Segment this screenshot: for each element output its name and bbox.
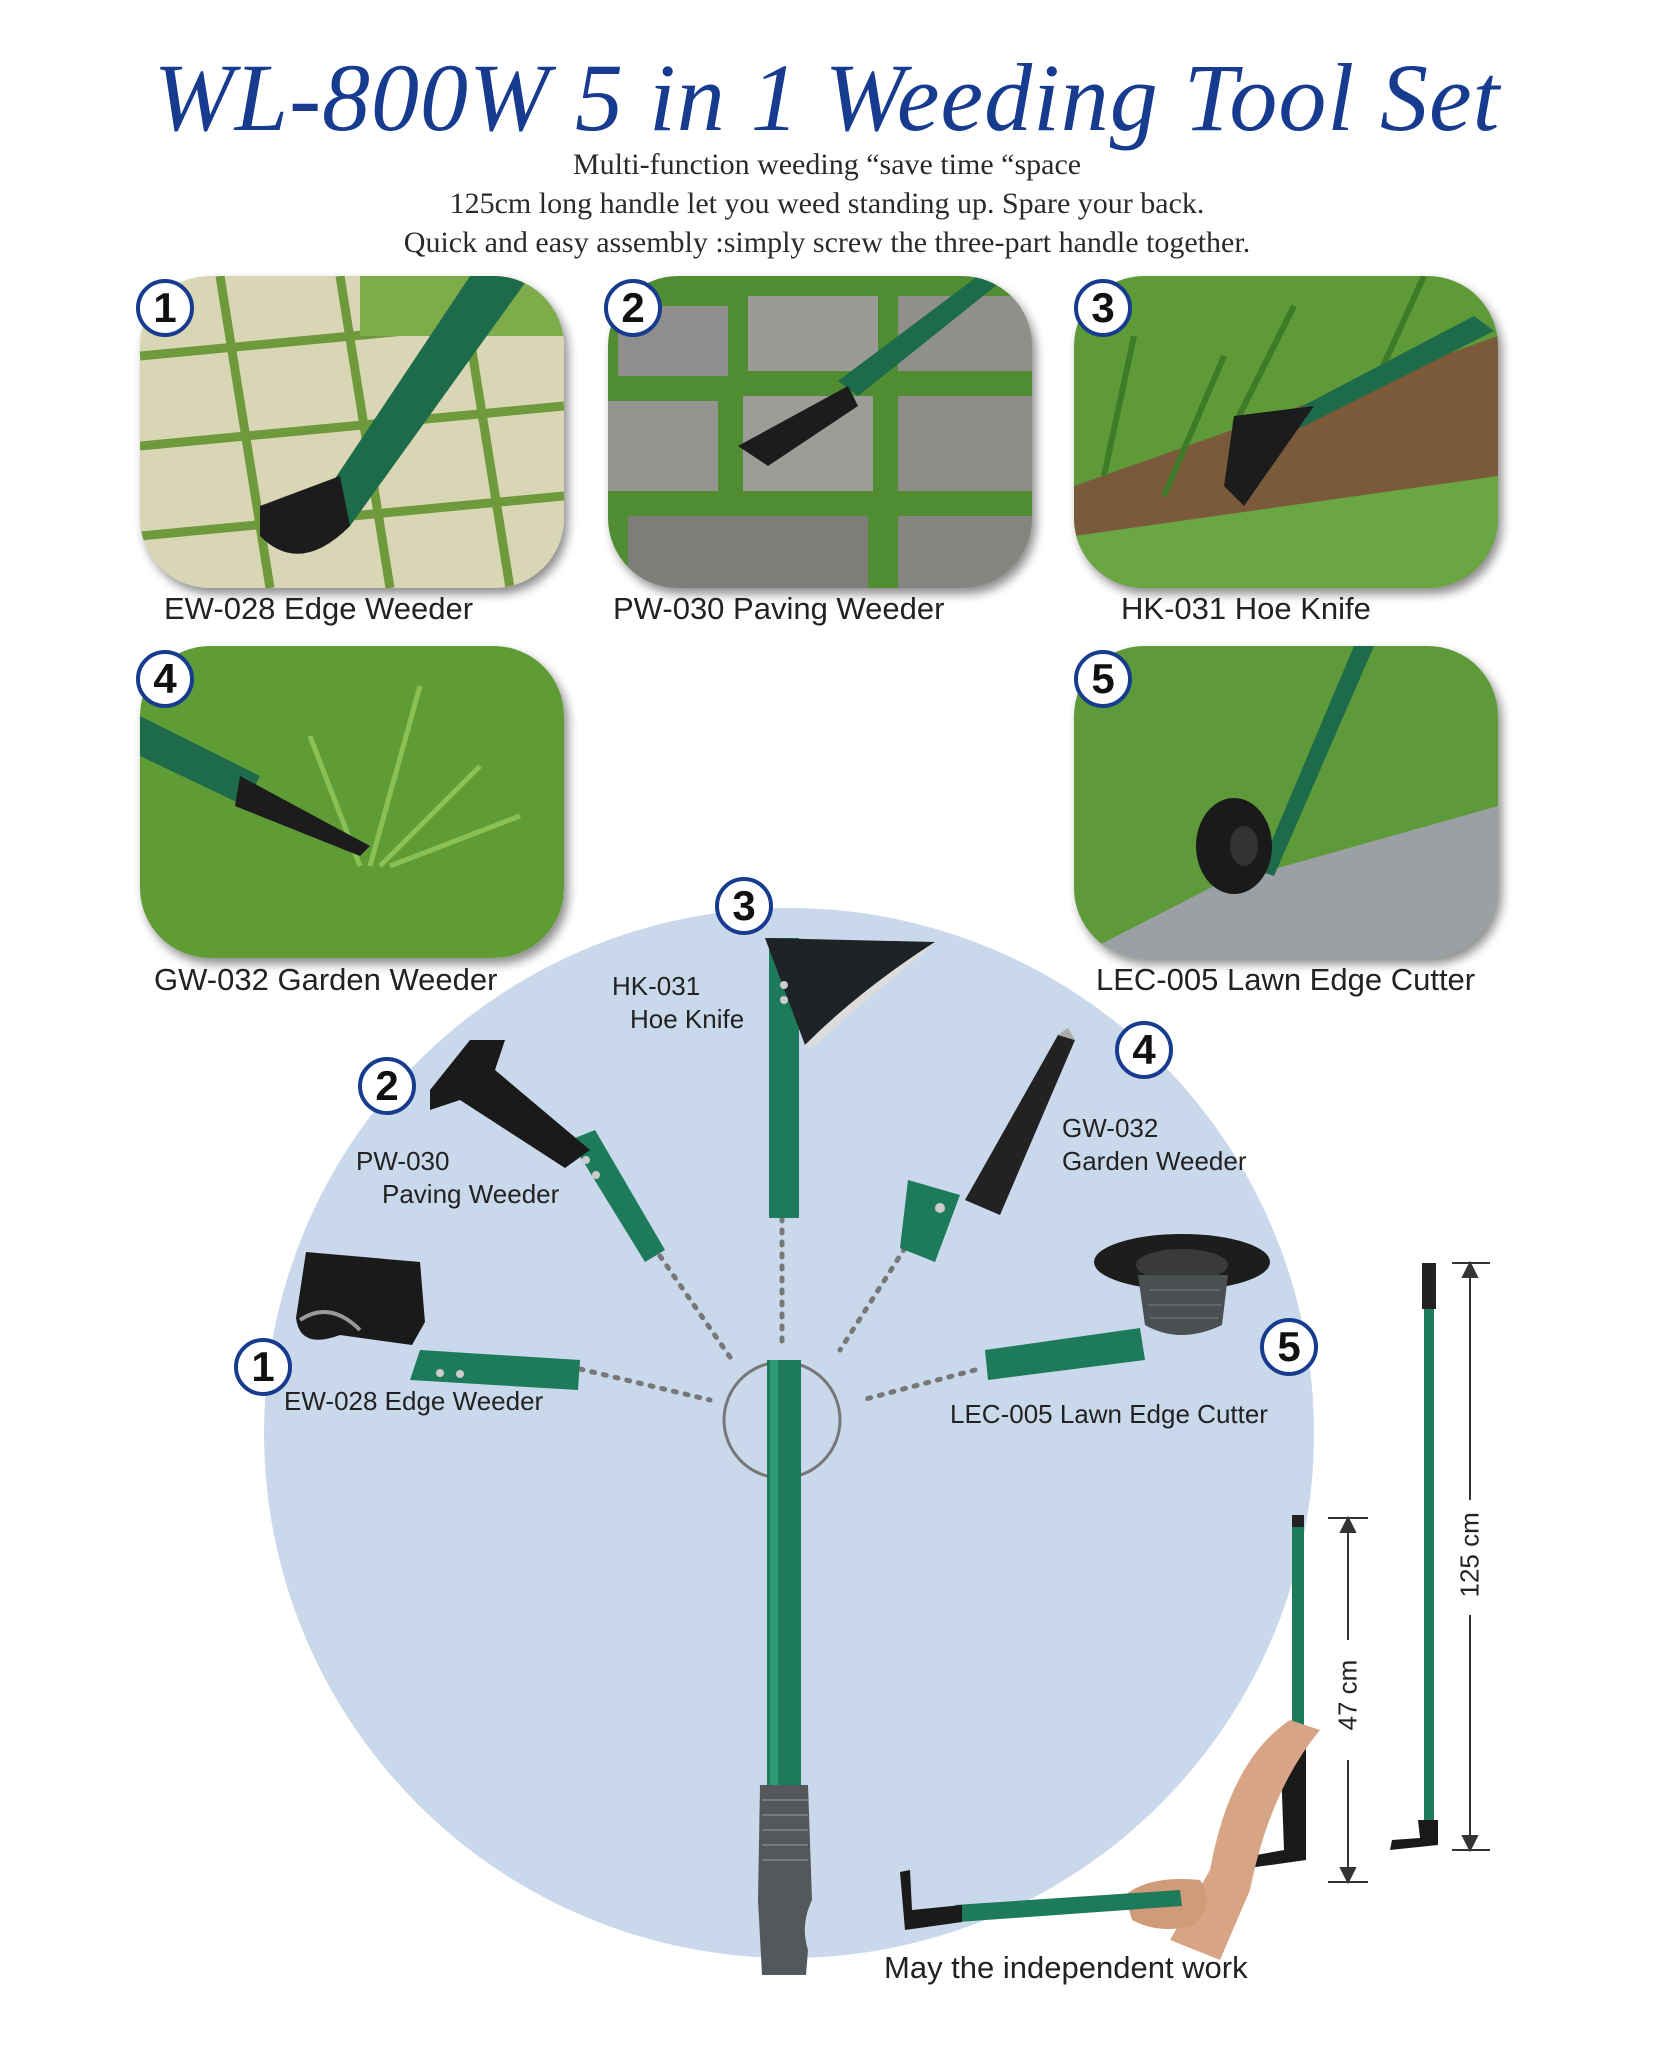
tool-number-badge: 5 (1260, 1318, 1318, 1376)
tool-label-paving-weeder: PW-030 Paving Weeder (356, 1146, 560, 1209)
photo-caption: HK-031 Hoe Knife (1121, 591, 1371, 626)
tool-number-badge: 3 (715, 877, 773, 935)
photo-number-badge: 3 (1074, 279, 1132, 337)
tool-number-badge: 2 (358, 1057, 416, 1115)
photo-caption: PW-030 Paving Weeder (613, 591, 945, 626)
photo-number-badge: 1 (136, 279, 194, 337)
photo-caption: LEC-005 Lawn Edge Cutter (1096, 962, 1476, 997)
photo-number-badge: 2 (604, 279, 662, 337)
subtitle-line-1: Multi-function weeding “save time “space (572, 148, 1082, 181)
page-title: WL-800W 5 in 1 Weeding Tool Set (153, 44, 1501, 151)
subtitle-line-3: Quick and easy assembly :simply screw th… (403, 226, 1251, 259)
tool-label-garden-weeder: GW-032 Garden Weeder (1062, 1113, 1247, 1176)
photo-garden-weeder (140, 646, 564, 958)
photo-caption: EW-028 Edge Weeder (164, 591, 474, 626)
dimension-short: 47 cm (1332, 1659, 1363, 1731)
footer-caption: May the independent work (884, 1950, 1248, 1985)
photo-number-badge: 4 (136, 650, 194, 708)
tool-number-badge: 4 (1115, 1021, 1173, 1079)
tool-label-lawn-edge-cutter: LEC-005 Lawn Edge Cutter (950, 1399, 1268, 1429)
subtitle-line-2: 125cm long handle let you weed standing … (449, 187, 1205, 220)
photo-hoe-knife (1074, 276, 1498, 588)
tool-number-badge: 1 (234, 1338, 292, 1396)
photo-number-badge: 5 (1074, 650, 1132, 708)
photo-caption: GW-032 Garden Weeder (154, 962, 498, 997)
photo-edge-weeder (140, 276, 564, 588)
photo-lawn-edge-cutter (1074, 646, 1498, 958)
tool-label-edge-weeder: EW-028 Edge Weeder (284, 1386, 544, 1416)
photo-paving-weeder (608, 276, 1032, 588)
tool-label-hoe-knife: HK-031 Hoe Knife (612, 971, 745, 1034)
dimension-long: 125 cm (1454, 1512, 1485, 1598)
